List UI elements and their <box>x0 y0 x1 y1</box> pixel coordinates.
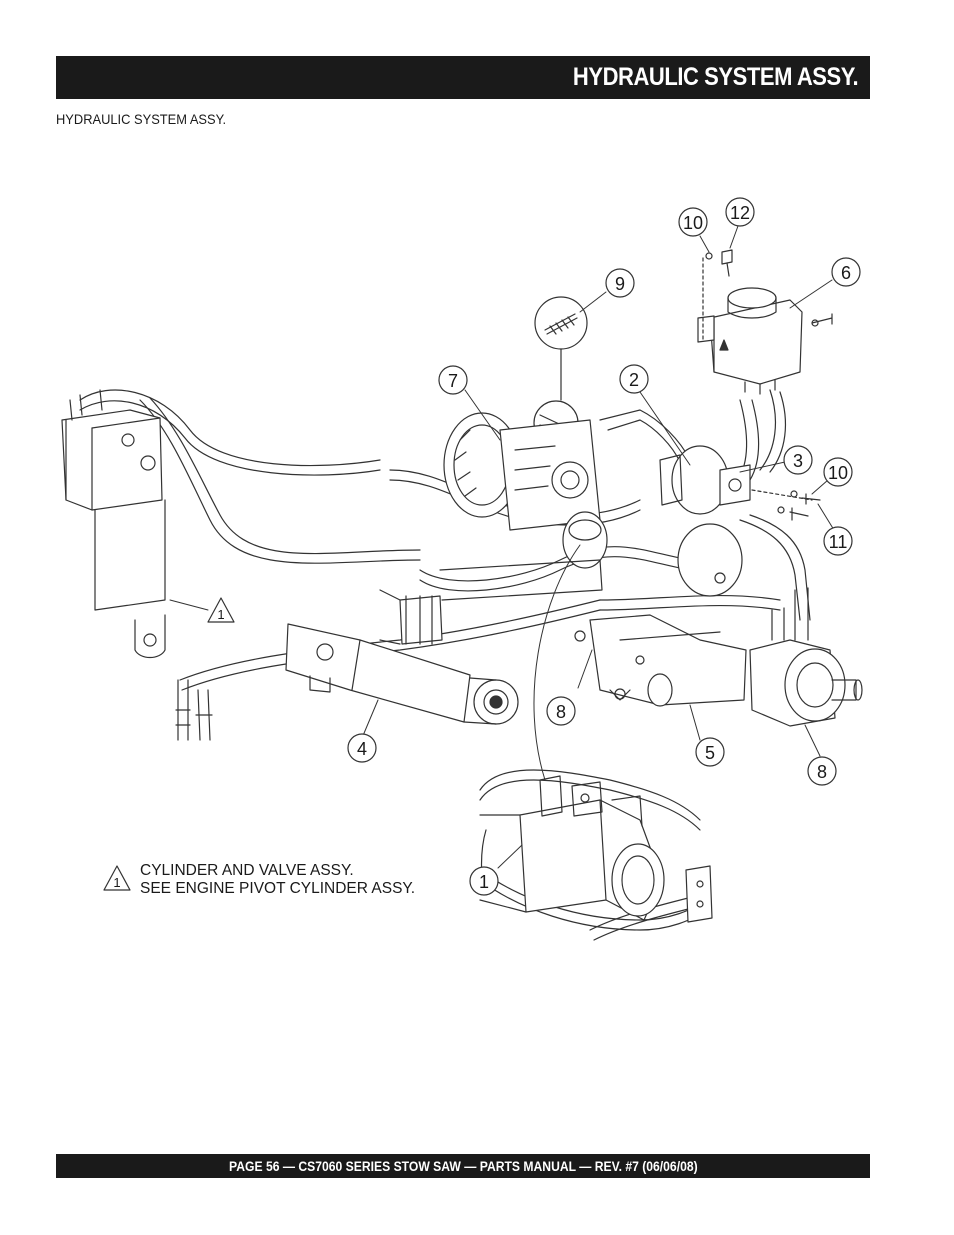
control-valve-bank <box>379 559 603 645</box>
triangle-numbers: 1 1 <box>113 607 224 890</box>
callout-number: 9 <box>615 274 625 294</box>
footer-text: PAGE 56 — CS7060 SERIES STOW SAW — PARTS… <box>228 1158 698 1174</box>
callout-number: 7 <box>448 371 458 391</box>
callout-number: 5 <box>705 743 715 763</box>
callout-number: 11 <box>829 532 848 552</box>
page-title: HYDRAULIC SYSTEM ASSY. <box>572 63 859 91</box>
footer-bar: PAGE 56 — CS7060 SERIES STOW SAW — PARTS… <box>56 1154 870 1178</box>
hydraulic-cylinder <box>285 623 519 725</box>
callout-circle <box>783 445 813 475</box>
callout-circle <box>695 737 725 767</box>
callout-number: 8 <box>817 762 827 782</box>
callout-number: 12 <box>730 203 750 223</box>
callout-circle <box>807 756 837 786</box>
triangle-markers <box>103 597 235 891</box>
hydraulic-motor-right <box>749 587 863 727</box>
callout-number: 1 <box>479 872 489 892</box>
callout-number: 10 <box>828 463 848 483</box>
note-triangle <box>207 597 235 623</box>
callout-circle <box>823 457 853 487</box>
note-triangle <box>103 865 131 891</box>
callout-number: 3 <box>793 451 803 471</box>
callout-circle <box>831 257 861 287</box>
callout-circle <box>619 364 649 394</box>
filter-head <box>599 409 821 597</box>
callout-number: 6 <box>841 263 851 283</box>
callout-number: 4 <box>357 739 367 759</box>
leader-lines <box>169 225 835 869</box>
callout-numbers: 10 12 6 9 7 2 3 10 11 8 4 5 8 1 <box>357 203 851 892</box>
pump-assembly <box>443 412 608 569</box>
tank-hardware <box>702 249 733 341</box>
triangle-number: 1 <box>217 607 224 622</box>
callout-circle <box>469 866 499 896</box>
callout-circle <box>725 197 755 227</box>
valve-block-left <box>61 389 166 659</box>
callout-number: 2 <box>629 370 639 390</box>
callout-circles <box>347 197 861 896</box>
note-line-2: SEE ENGINE PIVOT CYLINDER ASSY. <box>140 880 416 897</box>
reservoir-tank <box>697 287 833 395</box>
callout-circle <box>546 696 576 726</box>
callout-circle <box>678 207 708 237</box>
triangle-number: 1 <box>113 875 120 890</box>
callout-number: 8 <box>556 702 566 722</box>
callout-circle <box>438 365 468 395</box>
callout-number: 10 <box>683 213 703 233</box>
callout-circle <box>347 733 377 763</box>
note-line-1: CYLINDER AND VALVE ASSY. <box>140 862 354 879</box>
hydraulic-pump-lower <box>479 775 713 923</box>
motor-cylinder <box>574 614 747 707</box>
callout-circle <box>823 526 853 556</box>
callout-circle <box>605 268 635 298</box>
section-subtitle: HYDRAULIC SYSTEM ASSY. <box>56 111 227 127</box>
header-bar: HYDRAULIC SYSTEM ASSY. <box>56 56 870 99</box>
left-fittings <box>175 679 213 741</box>
